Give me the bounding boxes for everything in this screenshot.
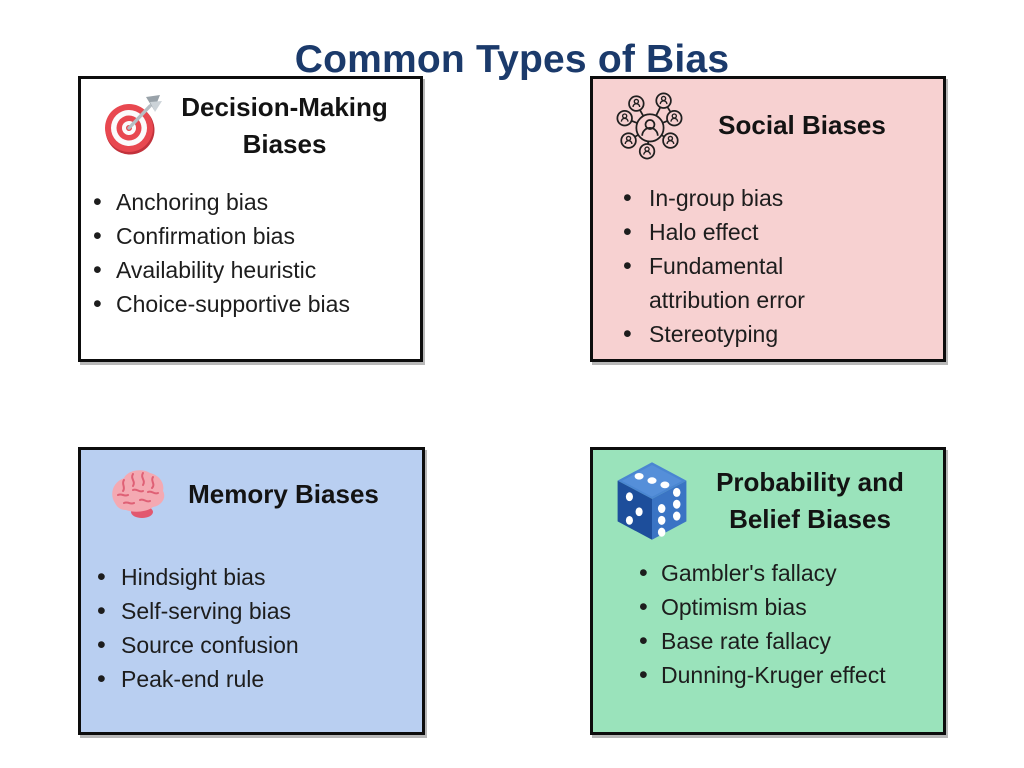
list-item: Peak-end rule: [97, 662, 422, 696]
page-title: Common Types of Bias: [294, 38, 730, 82]
card-probability-and-belief-biases: Probability and Belief Biases Gambler's …: [590, 447, 946, 735]
list-item: In-group bias: [623, 181, 943, 215]
brain-icon: [107, 466, 169, 522]
list-item: Availability heuristic: [93, 253, 420, 287]
list-item: Optimism bias: [639, 590, 943, 624]
list-item: Hindsight bias: [97, 560, 422, 594]
card-title: Memory Biases: [188, 478, 379, 509]
people-network-icon: [613, 89, 685, 161]
list-item: Fundamental attribution error: [623, 249, 943, 317]
list-item: Confirmation bias: [93, 219, 420, 253]
card-decision-making-biases: Decision-Making Biases Anchoring bias Co…: [78, 76, 423, 362]
card-header: Social Biases: [593, 79, 943, 161]
dice-icon: [611, 458, 693, 544]
card-header: Probability and Belief Biases: [593, 450, 943, 544]
list-item: Base rate fallacy: [639, 624, 943, 658]
bias-list: Hindsight bias Self-serving bias Source …: [97, 560, 422, 696]
bias-list: In-group bias Halo effect Fundamental at…: [623, 181, 943, 351]
list-item: Self-serving bias: [97, 594, 422, 628]
card-title: Decision-Making Biases: [181, 92, 388, 159]
card-title: Social Biases: [718, 109, 886, 140]
bias-list: Gambler's fallacy Optimism bias Base rat…: [639, 556, 943, 692]
list-item: Halo effect: [623, 215, 943, 249]
card-header: Memory Biases: [81, 450, 422, 522]
list-item: Stereotyping: [623, 317, 943, 351]
card-social-biases: Social Biases In-group bias Halo effect …: [590, 76, 946, 362]
card-header: Decision-Making Biases: [81, 79, 420, 163]
card-memory-biases: Memory Biases Hindsight bias Self-servin…: [78, 447, 425, 735]
bias-list: Anchoring bias Confirmation bias Availab…: [93, 185, 420, 321]
list-item: Source confusion: [97, 628, 422, 662]
card-title: Probability and Belief Biases: [716, 467, 904, 534]
target-dartboard-icon: [101, 93, 167, 159]
list-item: Dunning-Kruger effect: [639, 658, 943, 692]
list-item: Choice-supportive bias: [93, 287, 420, 321]
list-item: Anchoring bias: [93, 185, 420, 219]
list-item: Gambler's fallacy: [639, 556, 943, 590]
